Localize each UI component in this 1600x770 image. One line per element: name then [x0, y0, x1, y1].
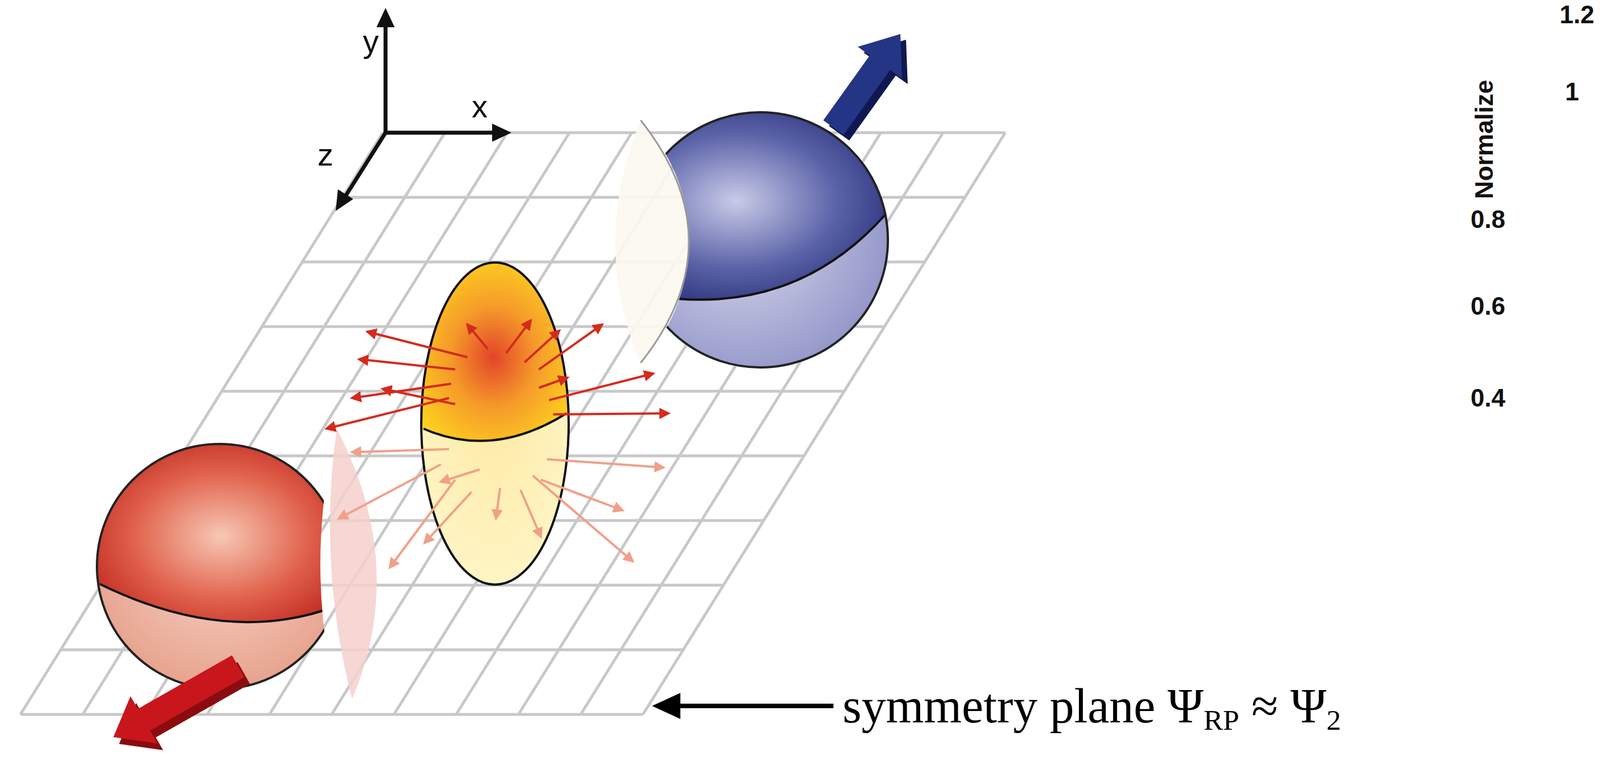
- flow-arrow: [326, 398, 450, 429]
- plane-pointer: [652, 692, 834, 719]
- axis-label-box: z: [317, 138, 334, 171]
- flow-arrows: [326, 320, 669, 568]
- flow-arrow: [548, 373, 654, 401]
- flow-arrow: [532, 475, 633, 562]
- cut-edge: [640, 120, 689, 363]
- tick-label: 0.4: [1470, 383, 1506, 412]
- axis-head: [376, 7, 395, 28]
- axis-head: [335, 189, 354, 211]
- grid-line: [20, 132, 383, 715]
- pointer-head: [652, 692, 681, 719]
- tick-label: 1.2: [1559, 0, 1595, 29]
- flow-arrow: [424, 492, 472, 544]
- beam-arrows: [113, 34, 908, 751]
- equator-line: [99, 583, 335, 622]
- tick-label-box: 0.6: [1470, 293, 1506, 319]
- tick-label-box: 0.8: [1470, 206, 1506, 232]
- axis-title: Normalize: [1470, 79, 1498, 200]
- tick-label-box: 1: [1565, 79, 1580, 105]
- sphere-outline: [96, 443, 342, 689]
- flow-arrow: [352, 449, 450, 452]
- flow-arrow: [496, 487, 501, 519]
- grid-line: [20, 713, 643, 717]
- blue-nucleus: [612, 102, 908, 368]
- flow-arrow: [390, 479, 456, 568]
- pointer-line: [674, 703, 834, 709]
- axis-label: x: [471, 88, 488, 125]
- axis-label-box: y: [362, 25, 379, 58]
- plane-label: ≈ Ψ: [1251, 678, 1327, 734]
- axis-head: [492, 123, 512, 142]
- overlap-zone: [413, 255, 573, 585]
- equator-line: [423, 413, 567, 442]
- beam-arrow: [113, 655, 251, 751]
- overlap-upper: [413, 255, 573, 442]
- axis-label: z: [317, 136, 334, 173]
- flow-arrow: [359, 359, 456, 370]
- grid-line: [82, 132, 446, 715]
- flow-arrow: [352, 383, 452, 399]
- tick-label-box: 0.4: [1470, 385, 1506, 411]
- flow-arrow: [441, 469, 480, 482]
- plane-label: symmetry plane Ψ: [842, 678, 1204, 734]
- beam-arrow-face: [113, 655, 245, 744]
- flow-arrow: [540, 479, 623, 511]
- sphere-outline: [632, 112, 888, 368]
- flow-arrow: [553, 413, 669, 415]
- axis-title-box: Normalize: [1471, 79, 1497, 200]
- beam-arrow: [823, 34, 908, 141]
- plane-subscript: RP: [1203, 703, 1240, 736]
- sphere-upper: [612, 102, 908, 300]
- tick-label: 0.6: [1470, 291, 1506, 320]
- flow-arrow: [382, 388, 456, 405]
- axes: [335, 7, 512, 211]
- flow-arrow: [547, 459, 664, 468]
- axis-label-box: x: [471, 90, 488, 123]
- tick-label-box: 1.2: [1559, 2, 1595, 28]
- tick-label: 0.8: [1470, 205, 1506, 234]
- z-axis: [344, 132, 386, 198]
- y-axis: [383, 22, 388, 133]
- plane-subscript: 2: [1326, 703, 1341, 736]
- flow-arrow: [467, 324, 488, 349]
- flow-arrow: [520, 489, 541, 537]
- overlap-outline: [421, 262, 569, 585]
- axis-label: y: [362, 23, 379, 59]
- tick-label: 1: [1565, 77, 1580, 106]
- sphere-upper: [90, 430, 352, 622]
- flow-arrow: [538, 324, 603, 370]
- flow-arrow: [506, 320, 531, 354]
- flow-arrow: [538, 377, 567, 388]
- x-axis: [385, 130, 495, 135]
- flow-arrow: [339, 464, 442, 519]
- plane-caption-box: symmetry plane ΨRP ≈ Ψ2: [842, 678, 1341, 737]
- beam-arrow-face: [823, 34, 903, 135]
- flow-arrow: [367, 331, 468, 358]
